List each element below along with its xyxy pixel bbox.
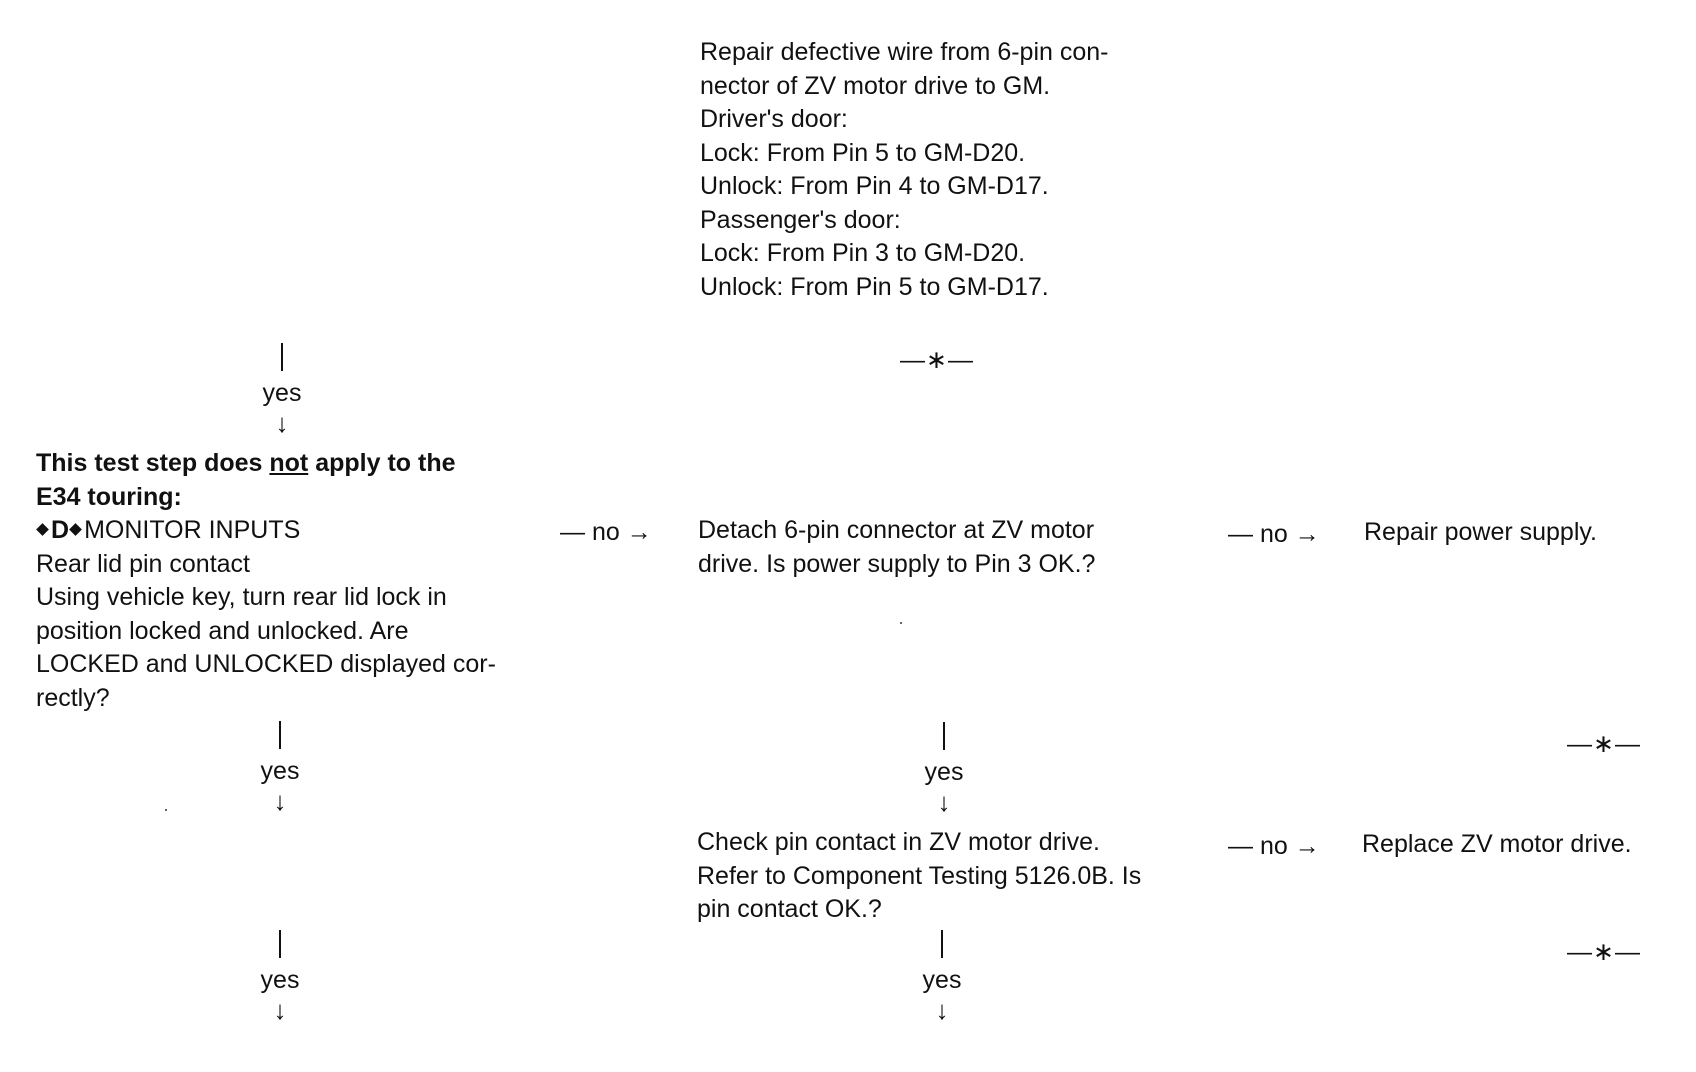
down-arrow-icon: ↓ <box>935 995 949 1025</box>
flow-no-arrow: — no → <box>1228 520 1320 548</box>
check-pin-line: pin contact OK.? <box>697 895 882 923</box>
touring-heading-underlined: not <box>269 449 309 477</box>
flow-yes-label: yes <box>924 758 964 786</box>
end-marker: —∗— <box>1567 730 1641 758</box>
flow-line <box>279 930 281 958</box>
touring-step-line: position locked and unlocked. Are <box>36 616 409 645</box>
repair-wire-line: Passenger's door: <box>700 205 901 234</box>
diamond-icon <box>69 523 82 537</box>
replace-motor-drive: Replace ZV motor drive. <box>1362 830 1632 858</box>
repair-wire-line: Unlock: From Pin 5 to GM-D17. <box>700 272 1049 301</box>
repair-wire-line: Lock: From Pin 3 to GM-D20. <box>700 239 1026 267</box>
check-pin-line: Check pin contact in ZV motor drive. <box>697 828 1100 856</box>
monitor-inputs-line: D MONITOR INPUTS <box>36 514 496 548</box>
detach-connector-step: Detach 6-pin connector at ZV motor drive… <box>698 514 1095 581</box>
down-arrow-icon: ↓ <box>275 408 289 438</box>
touring-step-line: LOCKED and UNLOCKED displayed cor- <box>36 650 496 678</box>
repair-power-supply: Repair power supply. <box>1364 518 1597 546</box>
flow-no-arrow: — no → <box>560 518 652 546</box>
repair-wire-line: Repair defective wire from 6-pin con- <box>700 38 1109 66</box>
down-arrow-icon: ↓ <box>937 787 951 817</box>
check-pin-contact-step: Check pin contact in ZV motor drive. Ref… <box>697 826 1141 927</box>
touring-heading-before: This test step does <box>36 449 270 477</box>
flow-yes-label: yes <box>260 757 300 785</box>
flow-yes-connector: yes ↓ <box>904 722 984 815</box>
diamond-icon <box>36 523 49 537</box>
end-marker: —∗— <box>900 346 974 374</box>
detach-connector-line: drive. Is power supply to Pin 3 OK.? <box>698 549 1096 578</box>
flow-yes-connector: yes ↓ <box>902 930 982 1023</box>
flow-line <box>281 343 283 371</box>
repair-wire-line: nector of ZV motor drive to GM. <box>700 71 1051 100</box>
flow-yes-label: yes <box>262 379 302 407</box>
check-pin-line: Refer to Component Testing 5126.0B. Is <box>697 861 1142 890</box>
flow-yes-connector: yes ↓ <box>242 343 322 436</box>
touring-heading-line1: This test step does not apply to the <box>36 447 496 481</box>
flow-no-arrow: — no → <box>1228 832 1320 860</box>
monitor-letter: D <box>51 516 70 544</box>
touring-heading-line2: E34 touring: <box>36 482 182 511</box>
repair-wire-line: Driver's door: <box>700 105 848 133</box>
scan-speck <box>165 809 167 811</box>
repair-wire-line: Lock: From Pin 5 to GM-D20. <box>700 138 1026 167</box>
end-marker: —∗— <box>1567 938 1641 966</box>
scan-speck <box>900 622 902 624</box>
monitor-inputs-text: MONITOR INPUTS <box>84 516 301 544</box>
touring-step-line: Rear lid pin contact <box>36 549 251 578</box>
repair-wire-line: Unlock: From Pin 4 to GM-D17. <box>700 172 1049 200</box>
flow-line <box>279 721 281 749</box>
touring-heading-after: apply to the <box>308 449 456 477</box>
flow-line <box>941 930 943 958</box>
touring-test-step: This test step does not apply to the E34… <box>36 447 496 715</box>
repair-wire-instructions: Repair defective wire from 6-pin con- ne… <box>700 36 1109 304</box>
touring-step-line: Using vehicle key, turn rear lid lock in <box>36 583 447 611</box>
flow-yes-connector: yes ↓ <box>240 930 320 1023</box>
down-arrow-icon: ↓ <box>273 786 287 816</box>
flow-yes-label: yes <box>922 966 962 994</box>
flow-line <box>943 722 945 750</box>
touring-step-line: rectly? <box>36 683 110 712</box>
detach-connector-line: Detach 6-pin connector at ZV motor <box>698 516 1095 544</box>
down-arrow-icon: ↓ <box>273 995 287 1025</box>
flow-yes-connector: yes ↓ <box>240 721 320 814</box>
flow-yes-label: yes <box>260 966 300 994</box>
